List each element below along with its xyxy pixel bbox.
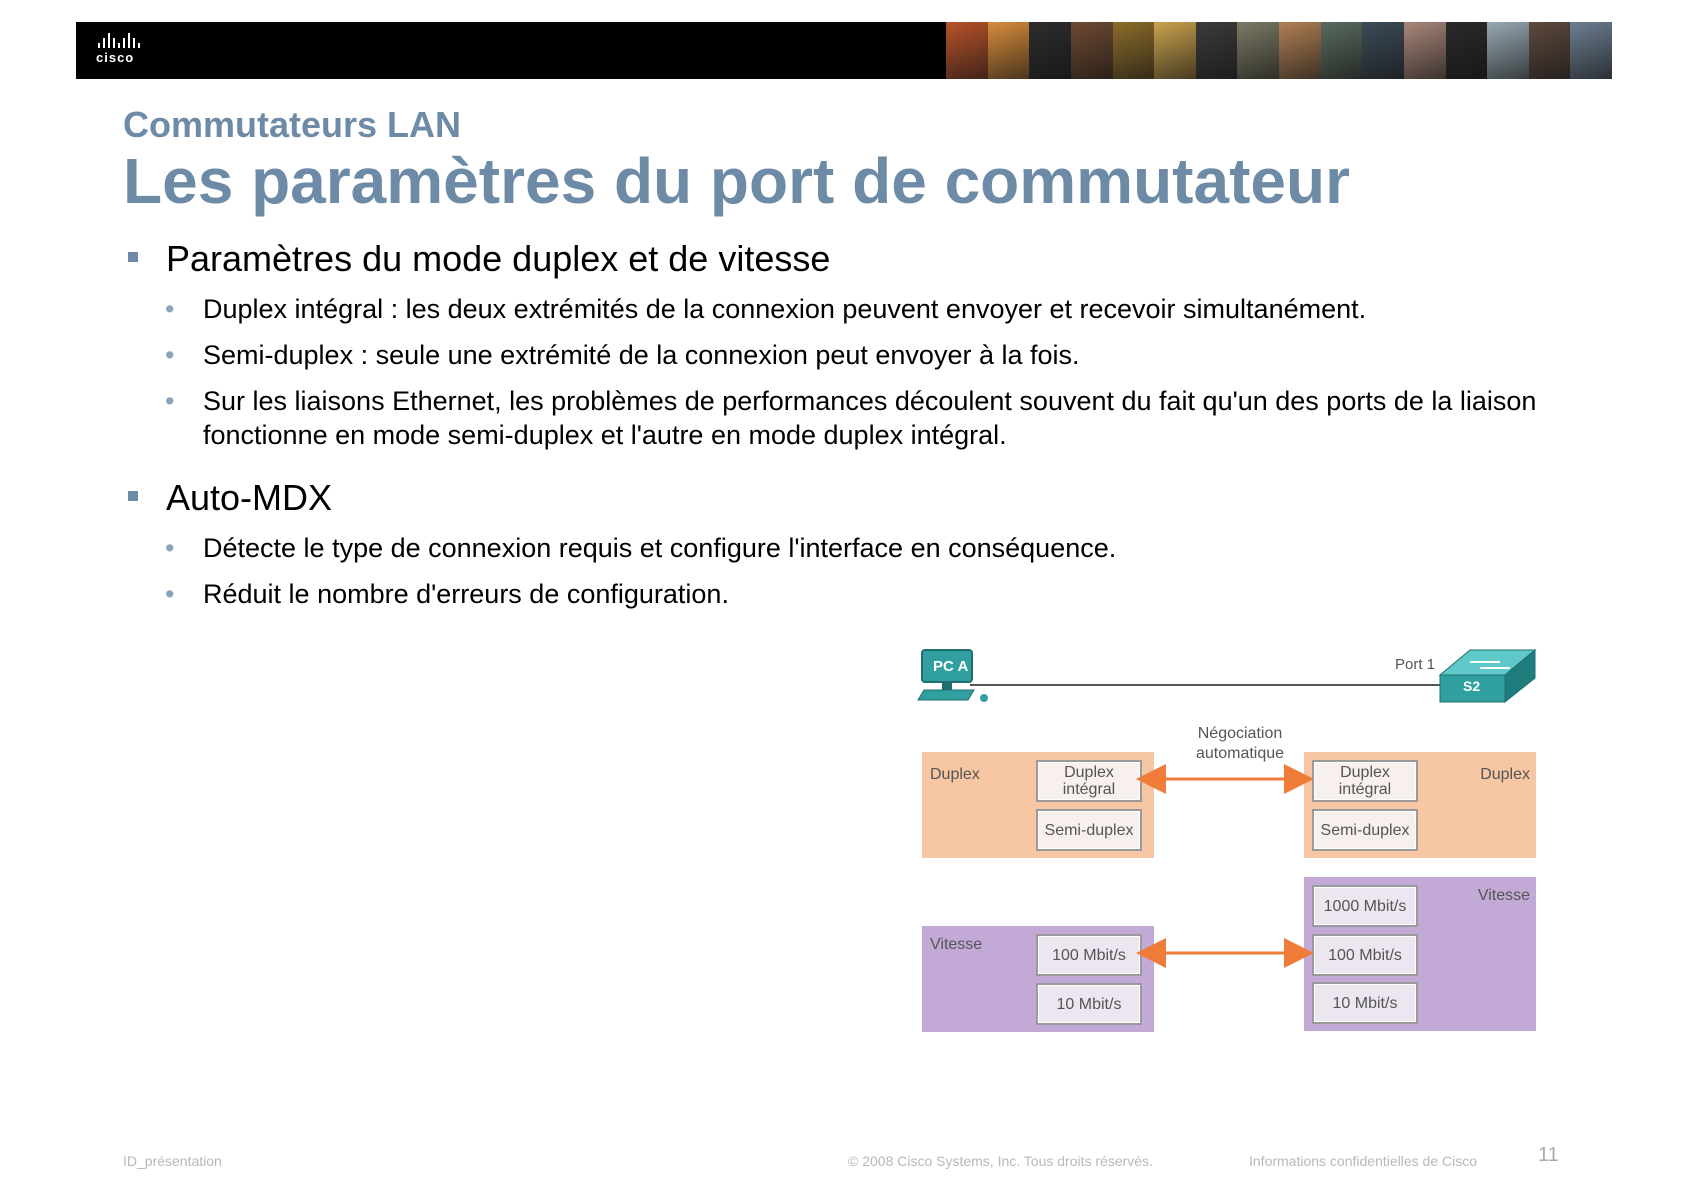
header-photo-tile: [1403, 22, 1446, 79]
left-speed-10-option: 10 Mbit/s: [1036, 983, 1142, 1025]
header-photo-tile: [1487, 22, 1529, 79]
header-photo-tile: [1279, 22, 1321, 79]
header-photo-strip: [946, 22, 1612, 79]
bullet-heading-text: Auto-MDX: [166, 477, 333, 518]
right-speed-100-option: 100 Mbit/s: [1312, 934, 1418, 976]
header-banner: cisco: [76, 22, 1612, 79]
left-full-duplex-option: Duplex intégral: [1036, 760, 1142, 802]
option-text: Semi-duplex: [1320, 821, 1410, 839]
footer-presentation-id: ID_présentation: [123, 1153, 222, 1169]
square-bullet-icon: [128, 252, 138, 262]
header-photo-tile: [987, 22, 1030, 79]
topology-svg: [917, 648, 1537, 704]
pc-icon: [917, 649, 988, 702]
option-text: 1000 Mbit/s: [1323, 897, 1407, 915]
footer-confidential: Informations confidentielles de Cisco: [1249, 1153, 1478, 1169]
header-photo-tile: [946, 22, 988, 79]
sub-bullet-text: Semi-duplex : seule une extrémité de la …: [203, 340, 1080, 370]
option-text: 100 Mbit/s: [1052, 946, 1126, 964]
option-text: intégral: [1338, 781, 1392, 798]
left-speed-panel: Vitesse 100 Mbit/s 10 Mbit/s: [922, 926, 1154, 1032]
dot-bullet-icon: •: [165, 294, 175, 324]
right-duplex-panel: Duplex Duplex intégral Semi-duplex: [1304, 752, 1536, 858]
sub-bullet-text: Détecte le type de connexion requis et c…: [203, 533, 1117, 563]
left-speed-100-option: 100 Mbit/s: [1036, 934, 1142, 976]
right-speed-1000-option: 1000 Mbit/s: [1312, 885, 1418, 927]
left-half-duplex-option: Semi-duplex: [1036, 809, 1142, 851]
option-text: Semi-duplex: [1044, 821, 1134, 839]
negotiation-label-line: Négociation: [1197, 725, 1283, 742]
dot-bullet-icon: •: [165, 386, 175, 416]
slide-subtitle: Commutateurs LAN: [123, 104, 462, 145]
option-text: Duplex: [1064, 764, 1114, 781]
header-photo-tile: [1320, 22, 1363, 79]
right-duplex-label: Duplex: [1480, 766, 1530, 783]
sub-bullet-text: Sur les liaisons Ethernet, les problèmes…: [203, 386, 1537, 450]
right-speed-10-option: 10 Mbit/s: [1312, 982, 1418, 1024]
page-number: 11: [1538, 1144, 1559, 1166]
footer-copyright: © 2008 Cisco Systems, Inc. Tous droits r…: [848, 1153, 1153, 1169]
right-full-duplex-option: Duplex intégral: [1312, 760, 1418, 802]
right-half-duplex-option: Semi-duplex: [1312, 809, 1418, 851]
dot-bullet-icon: •: [165, 340, 175, 370]
option-text: Duplex: [1340, 764, 1390, 781]
header-photo-tile: [1070, 22, 1113, 79]
left-speed-label: Vitesse: [930, 936, 983, 953]
cisco-logo-text: cisco: [96, 50, 135, 65]
sub-bullet-text: Duplex intégral : les deux extrémités de…: [203, 294, 1367, 324]
option-text: intégral: [1062, 781, 1116, 798]
right-speed-panel: Vitesse 1000 Mbit/s 100 Mbit/s 10 Mbit/s: [1304, 877, 1536, 1031]
dot-bullet-icon: •: [165, 533, 175, 563]
right-speed-label: Vitesse: [1477, 887, 1530, 904]
port-label: Port 1: [1395, 656, 1436, 673]
header-photo-tile: [1195, 22, 1238, 79]
cisco-bars-icon: [98, 32, 196, 48]
slide-title: Les paramètres du port de commutateur: [123, 145, 1350, 217]
square-bullet-icon: [128, 491, 138, 501]
dot-bullet-icon: •: [165, 579, 175, 609]
header-photo-tile: [1154, 22, 1196, 79]
header-photo-tile: [1237, 22, 1279, 79]
option-text: 10 Mbit/s: [1056, 995, 1122, 1013]
switch-icon: [1438, 648, 1537, 704]
header-photo-tile: [1445, 22, 1488, 79]
header-photo-tile: [1362, 22, 1404, 79]
header-photo-tile: [1112, 22, 1155, 79]
sub-bullet-text: Réduit le nombre d'erreurs de configurat…: [203, 579, 729, 609]
option-text: 100 Mbit/s: [1328, 946, 1402, 964]
header-photo-tile: [1528, 22, 1571, 79]
negotiation-label-line: automatique: [1195, 745, 1285, 762]
pc-label: PC A: [933, 658, 969, 675]
left-duplex-panel: Duplex Duplex intégral Semi-duplex: [922, 752, 1154, 858]
switch-label: S2: [1463, 678, 1481, 694]
left-duplex-label: Duplex: [930, 766, 980, 783]
header-photo-tile: [1029, 22, 1071, 79]
header-photo-tile: [1570, 22, 1612, 79]
auto-negotiation-diagram: PC A S2 Port 1 Négociation automatique D…: [910, 640, 1550, 1040]
cisco-logo: cisco: [96, 32, 196, 72]
bullet-heading-text: Paramètres du mode duplex et de vitesse: [166, 238, 831, 279]
negotiation-label: Négociation automatique: [1170, 724, 1310, 764]
option-text: 10 Mbit/s: [1332, 994, 1398, 1012]
